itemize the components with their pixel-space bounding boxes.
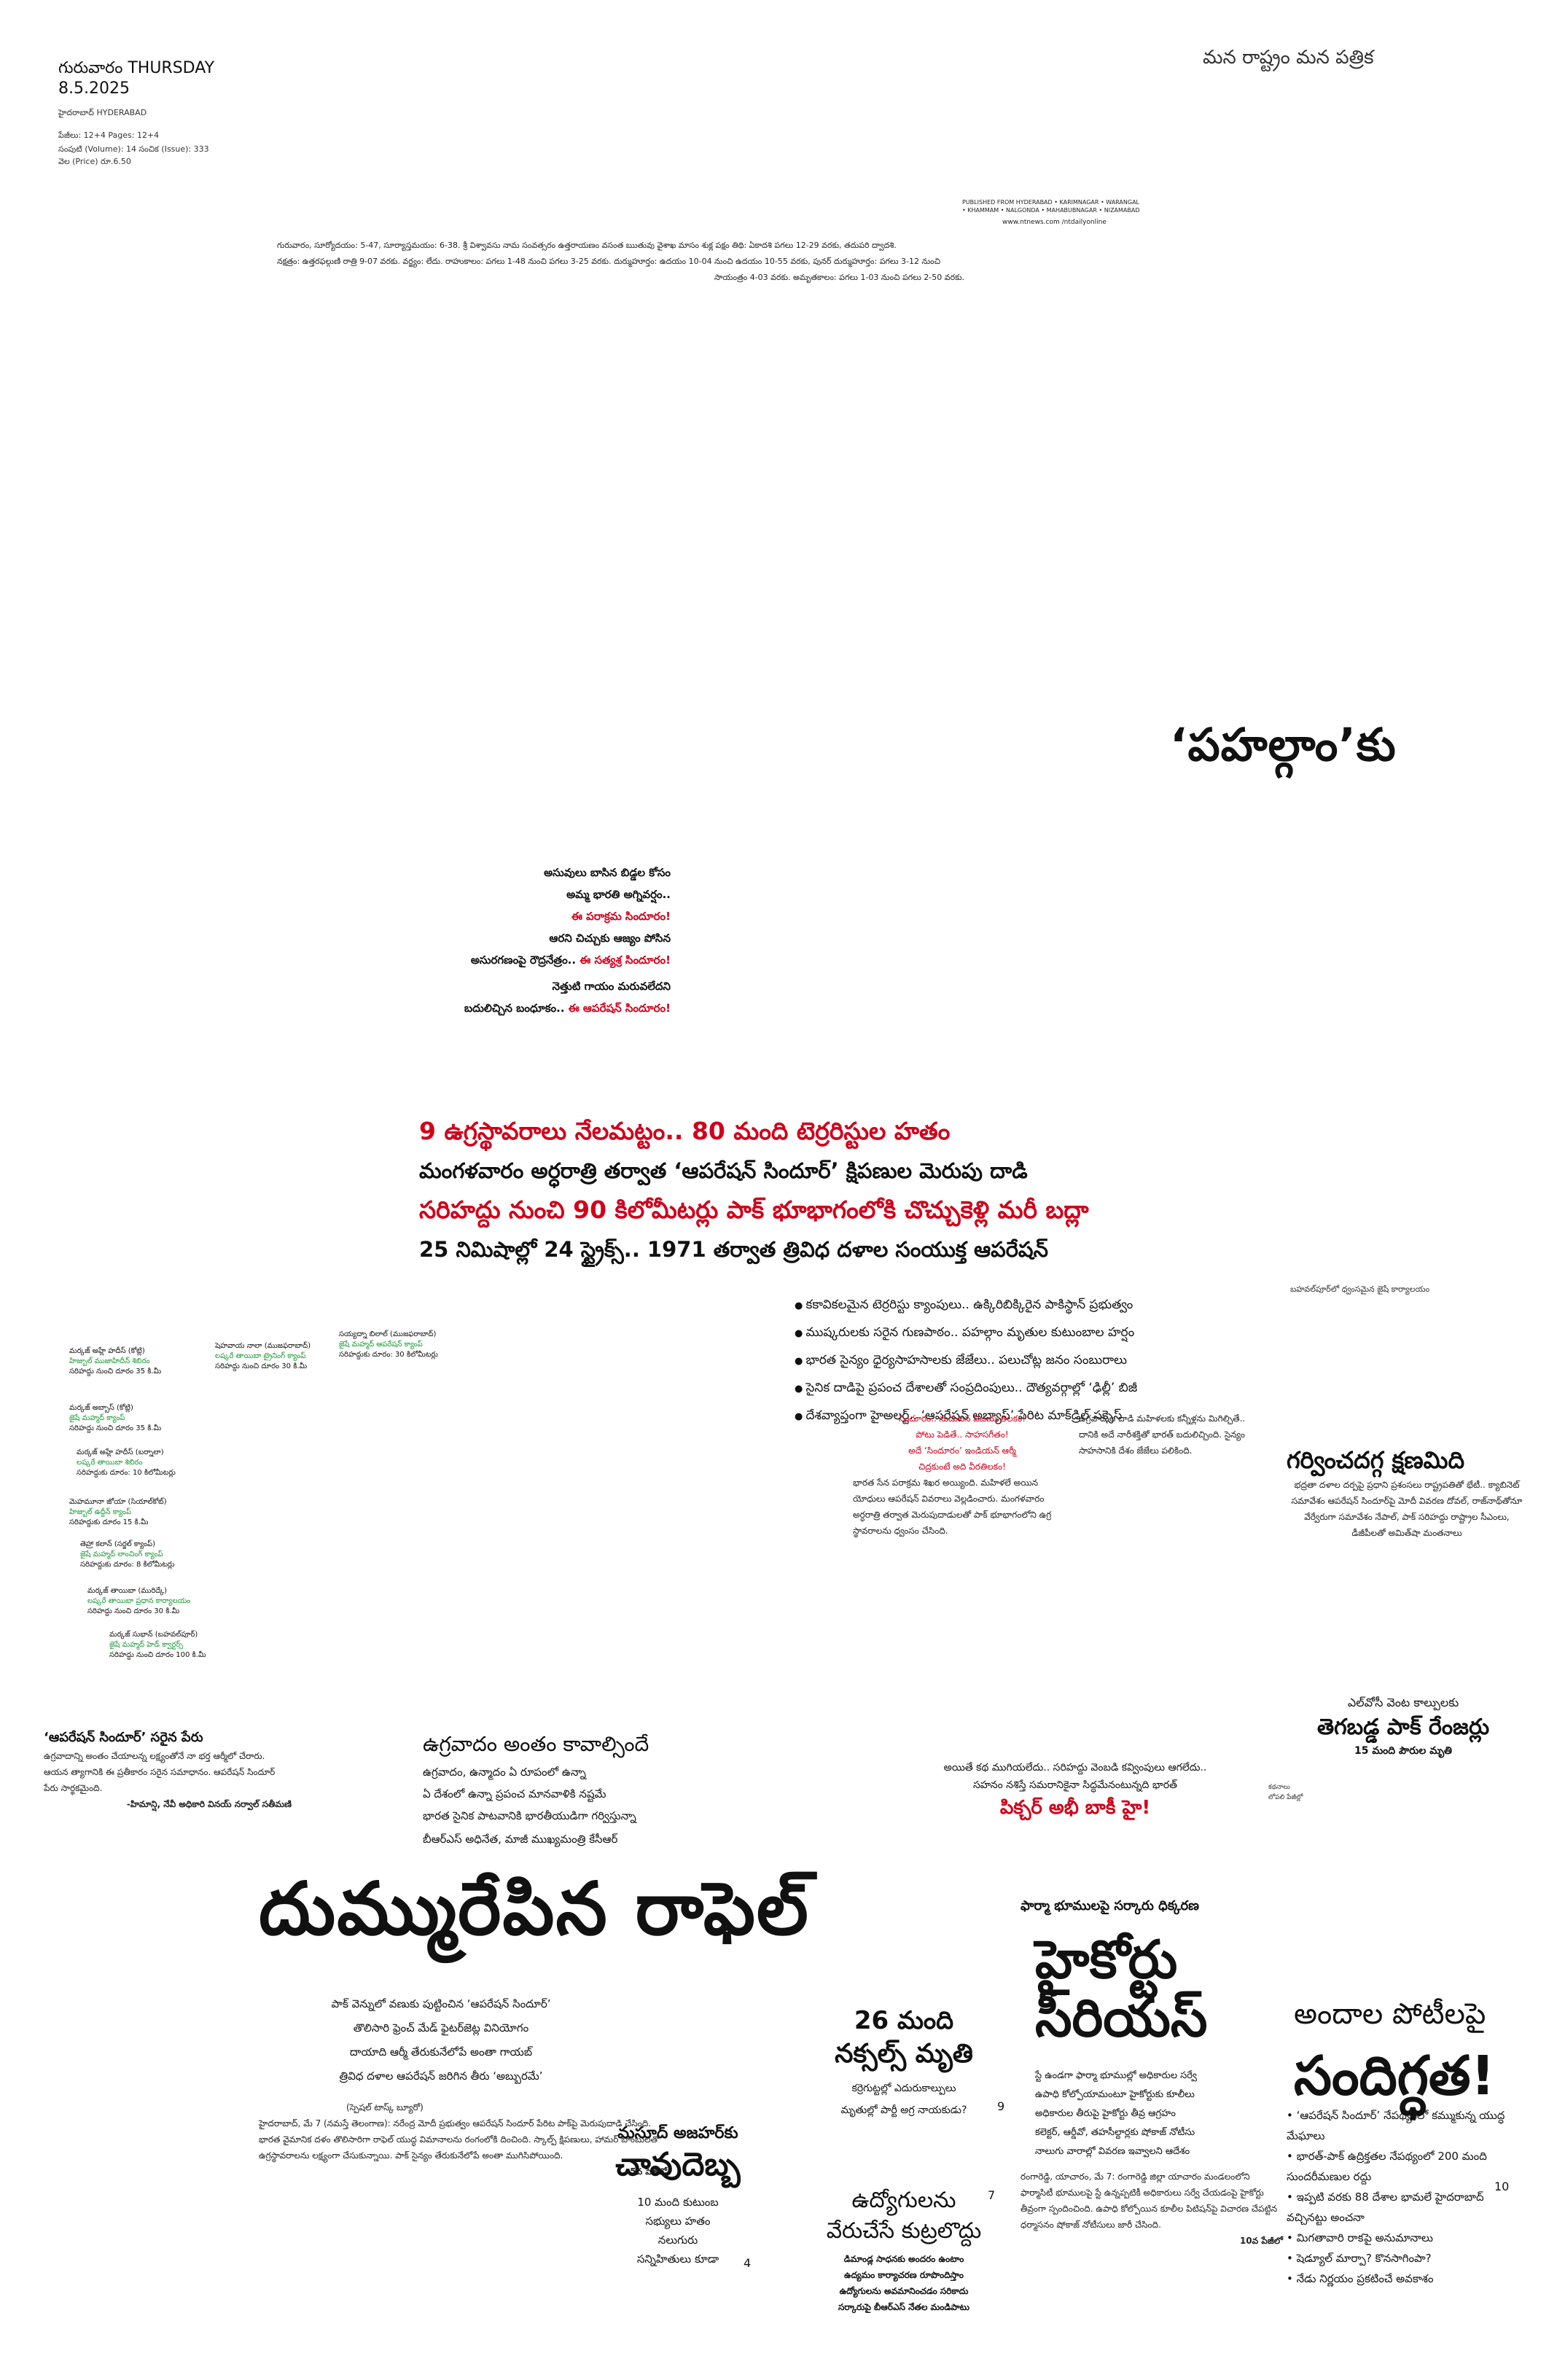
issue-date: 8.5.2025	[58, 79, 130, 98]
photo-caption: బహవల్‌పూర్‌లో ధ్వంసమైన జైషే కార్యాలయం	[1290, 1284, 1430, 1294]
deck-line-3: సరిహద్దు నుంచి 90 కిలోమీటర్లు పాక్ భూభాగ…	[419, 1195, 1089, 1224]
cover-price: వెల (Price) రూ.6.50	[58, 157, 131, 166]
location-label: సయ్యద్నా బిలాల్ (ముజఫరాబాద్) జైషే మహ్మద్…	[339, 1330, 438, 1359]
rafale-body: (స్పెషల్ టాస్క్ బ్యూరో) హైదరాబాద్, మే 7 …	[259, 2102, 667, 2177]
center-story-col2: ఉగ్రవాదుల దాడి మహిళలకు కన్నీళ్లను మిగిల్…	[1079, 1413, 1246, 1456]
main-headline: ‘పహల్గాం’కు	[1170, 718, 1397, 771]
name-story: ‘ఆపరేషన్ సిందూర్’ సరైన పేరు ఉగ్రవాదాన్ని…	[44, 1730, 292, 1809]
location-label: మర్కజ్ అబ్బాస్ (కోట్లి) జైషే మహ్మద్ క్యా…	[69, 1404, 162, 1432]
rafale-deck: పాక్ వెన్నులో వణుకు పుట్టించిన ‘ఆపరేషన్ …	[331, 1997, 551, 2083]
page-number[interactable]: 10	[1494, 2180, 1510, 2193]
page-number[interactable]: 9	[997, 2099, 1005, 2113]
highlights-list: కకావికలమైన టెర్రరిస్టు క్యాంపులు.. ఉక్కి…	[795, 1292, 1246, 1430]
main-deck: 9 ఉగ్రస్థావరాలు నేలమట్టం.. 80 మంది టెర్ర…	[419, 1112, 1148, 1269]
list-item: • మిగతావారి రాకపై అనుమానాలు	[1287, 2231, 1433, 2244]
highlight-item: భారత సైన్యం ధైర్యసాహసాలకు జేజేలు.. పలుచో…	[795, 1347, 1246, 1375]
kcr-statement: ఉగ్రవాదం అంతం కావాల్సిందే ఉగ్రవాదం, ఉన్మ…	[423, 1732, 649, 1846]
list-item: • నేడు నిర్ణయం ప్రకటించే అవకాశం	[1287, 2272, 1434, 2285]
tribute-poem: అసువులు బాసిన బిడ్డల కోసం అమ్మ భారతి అగ్…	[464, 866, 671, 1015]
weekday: గురువారం THURSDAY	[58, 59, 215, 77]
location-label: మర్కజ్ అహ్లే హదీస్ (కోట్లి) హిజ్బుల్ ముజ…	[69, 1347, 162, 1376]
location-label: మర్కజ్ తాయిబా (మురిద్కే) లష్కరే తాయిబా ప…	[87, 1587, 191, 1615]
strike-locations-map: మర్కజ్ అహ్లే హదీస్ (కోట్లి) హిజ్బుల్ ముజ…	[69, 1305, 565, 1713]
list-item: • ‘ఆపరేషన్ సిందూర్’ నేపథ్యంలో కమ్ముకున్న…	[1287, 2109, 1505, 2142]
page-number[interactable]: 7	[988, 2188, 996, 2202]
loc-fire-story: ఎల్‌వోసీ వెంట కాల్పులకు తెగబడ్డ పాక్ రేం…	[1316, 1696, 1490, 1757]
highlight-item: ముష్కరులకు సరైన గుణపాఠం.. పహల్గాం మృతుల …	[795, 1319, 1246, 1347]
center-story-closing: అయితే కథ ముగియలేదు.. సరిహద్దు వెంబడి కవ్…	[871, 1759, 1279, 1822]
deck-line-4: 25 నిమిషాల్లో 24 స్ట్రైక్స్.. 1971 తర్వా…	[419, 1237, 1048, 1262]
beauty-list: • ‘ఆపరేషన్ సిందూర్’ నేపథ్యంలో కమ్ముకున్న…	[1287, 2105, 1505, 2289]
hc-body: రంగారెడ్డి, యాచారం, మే 7: రంగారెడ్డి జిల…	[1021, 2172, 1283, 2246]
deck-line-1: 9 ఉగ్రస్థావరాలు నేలమట్టం.. 80 మంది టెర్ర…	[419, 1117, 951, 1145]
highlight-item: దేశవ్యాప్తంగా హైఅలర్ట్.. ‘ఆపరేషన్ అభ్యాస…	[795, 1402, 1246, 1430]
volume-issue: సంపుటి (Volume): 14 సంచిక (Issue): 333	[58, 144, 209, 154]
paper-slogan: మన రాష్ట్రం మన పత్రిక	[1203, 47, 1374, 69]
naxals-story: 26 మంది నక్సల్స్ మృతి కర్రెగుట్టల్లో ఎదు…	[835, 2006, 973, 2116]
website-link[interactable]: www.ntnews.com /ntdailyonline	[1002, 219, 1107, 226]
page-count: పేజీలు: 12+4 Pages: 12+4	[58, 130, 160, 140]
azhar-story: మసూద్ అజహర్‌కు చావుదెబ్బ 10 మంది కుటుంబ …	[615, 2124, 741, 2266]
hc-headline: హైకోర్టు సీరియస్	[1035, 1929, 1208, 2048]
list-item: • ఇప్పటి వరకు 88 దేశాల భామలే హైదరాబాద్ వ…	[1287, 2190, 1484, 2224]
stories-pointer: కథనాలు లోపలి పేజీల్లో	[1268, 1784, 1303, 1801]
location-label: మెహమూనా జోయా (సియాల్‌కోట్) హిజ్బుల్ ఉద్ద…	[69, 1498, 167, 1526]
location-label: మర్కజ్ సుభాన్ (బహవల్‌పూర్) జైషే మహ్మద్ హ…	[109, 1631, 206, 1659]
center-story-col1: సిందూరం.. నుదుటన విజయ తిలకం! పోటు పెడితే…	[853, 1413, 1052, 1536]
list-item: • భారత్-పాక్ ఉద్రిక్తతల నేపథ్యంలో 200 మం…	[1287, 2150, 1487, 2183]
tagline: పిక్చర్ అభీ బాకీ హై!	[999, 1797, 1151, 1819]
highlight-item: కకావికలమైన టెర్రరిస్టు క్యాంపులు.. ఉక్కి…	[795, 1292, 1246, 1319]
edition-city: హైదరాబాద్ HYDERABAD	[58, 108, 147, 117]
panchangam: గురువారం, సూర్యోదయం: 5-47, సూర్యాస్తమయం:…	[277, 241, 965, 282]
page-number[interactable]: 4	[744, 2256, 752, 2270]
employees-story: ఉద్యోగులను వేరుచేసే కుట్రలొద్దు డిమాండ్ల…	[826, 2188, 982, 2312]
pride-heading: గర్వించదగ్గ క్షణమిది	[1287, 1446, 1465, 1474]
rafale-headline: దుమ్మురేపిన రాఫెల్	[259, 1866, 810, 1951]
beauty-story: అందాల పోటీలపై సందిగ్ధత!	[1294, 1997, 1496, 2107]
highlight-item: సైనిక దాడిపై ప్రపంచ దేశాలతో సంప్రదింపులు…	[795, 1375, 1246, 1402]
location-label: షెహవాయ నాలా (ముజఫరాబాద్) లష్కరే తాయిబా ట…	[215, 1342, 311, 1370]
location-label: తెహ్రా కలాన్ (సర్జల్ క్యాంప్) జైషే మహ్మద…	[80, 1540, 175, 1569]
list-item: • షెడ్యూల్ మార్పా? కొనసాగింపా?	[1287, 2252, 1432, 2265]
published-from: PUBLISHED FROM HYDERABAD • KARIMNAGAR • …	[962, 199, 1140, 214]
deck-line-2: మంగళవారం అర్ధరాత్రి తర్వాత ‘ఆపరేషన్ సింద…	[419, 1158, 1028, 1183]
location-label: మర్కజ్ అహ్లే హదీస్ (బర్నాలా) లష్కరే తాయి…	[77, 1448, 176, 1477]
pride-story: గర్వించదగ్గ క్షణమిది భద్రతా దళాల దర్పపై …	[1287, 1443, 1527, 1541]
hc-kicker: ఫార్మా భూములపై సర్కారు ధిక్కరణ	[1021, 1898, 1200, 1913]
date-block: గురువారం THURSDAY 8.5.2025 హైదరాబాద్ HYD…	[58, 58, 277, 168]
hc-deck: స్టే ఉండగా ఫార్మా భూముల్లో అధికారుల సర్వ…	[1035, 2070, 1197, 2157]
